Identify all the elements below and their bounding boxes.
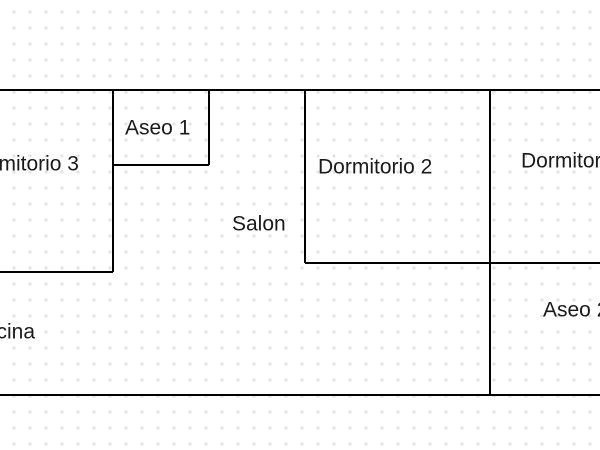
label-aseo-1: Aseo 1: [125, 117, 190, 140]
label-dormitorio-1: Dormitorio 1: [521, 150, 600, 173]
label-salon: Salon: [232, 213, 286, 236]
label-aseo-2: Aseo 2: [543, 299, 600, 322]
label-cocina: Cocina: [0, 321, 35, 344]
walls: [0, 89, 600, 396]
label-dormitorio-2: Dormitorio 2: [318, 156, 432, 179]
room-labels: Dormitorio 3 Aseo 1 Dormitorio 2 Dormito…: [0, 117, 600, 344]
label-dormitorio-3: Dormitorio 3: [0, 153, 79, 176]
